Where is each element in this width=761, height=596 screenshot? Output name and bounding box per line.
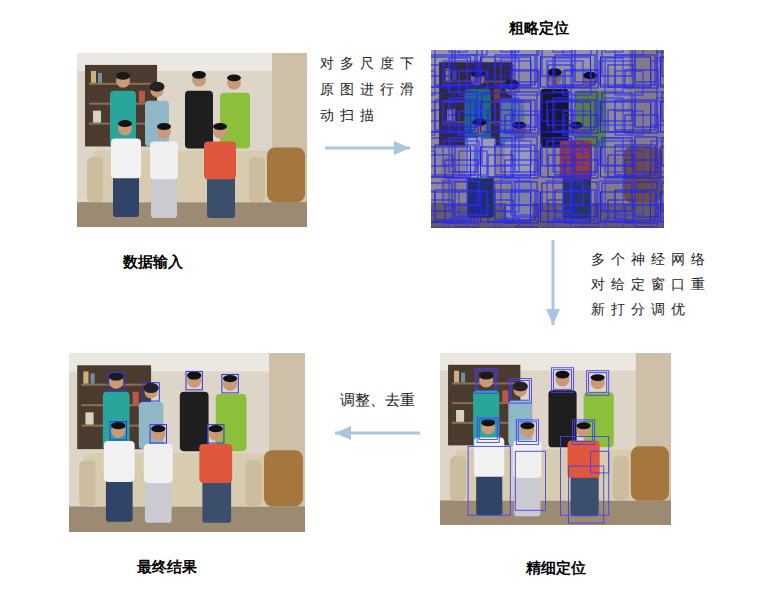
step-label: 对多尺度下原图进行滑动扫描: [320, 50, 424, 128]
photo-stage: 精细定位: [440, 353, 671, 578]
photo-area: [69, 353, 305, 532]
flow-arrow: [335, 432, 420, 435]
photo-area: [431, 50, 664, 228]
flow-arrow: [552, 240, 555, 325]
flow-arrow: [325, 147, 410, 150]
final-photo: [69, 353, 305, 532]
photo-area: [77, 53, 307, 227]
input-photo: [77, 53, 307, 227]
photo-stage: 最终结果: [69, 353, 305, 577]
photo-area: [440, 353, 671, 525]
step-label: 调整、去重: [340, 390, 415, 410]
stage-caption: 最终结果: [137, 557, 197, 577]
stage-caption: 精细定位: [526, 558, 586, 578]
photo-stage: 粗略定位: [431, 18, 664, 228]
photo-stage: 数据输入: [77, 53, 307, 272]
rough-photo: [431, 50, 664, 228]
fine-photo: [440, 353, 671, 525]
stage-caption: 粗略定位: [509, 18, 569, 38]
step-label: 多个神经网络对给定窗口重新打分调优: [591, 247, 715, 322]
stage-caption: 数据输入: [123, 252, 183, 272]
